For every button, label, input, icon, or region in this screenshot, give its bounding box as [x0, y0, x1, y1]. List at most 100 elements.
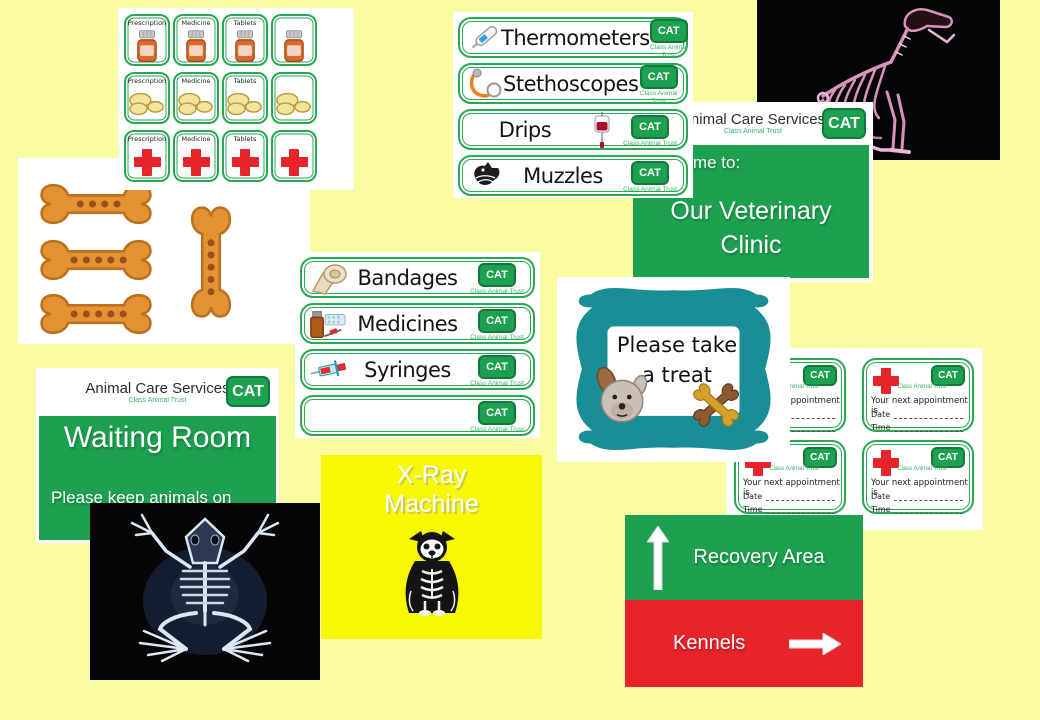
prescription-labels-sheet[interactable]: Prescription Medicine Tablets Prescripti…	[118, 8, 354, 190]
trust-subtitle: Class Animal Trust	[128, 396, 187, 404]
frog-skeleton-xray	[130, 513, 280, 663]
red-cross-icon	[873, 450, 899, 476]
vet-clinic-sign-card[interactable]: Animal Care Services Class Animal Trust …	[633, 102, 873, 282]
time-label: Time	[743, 505, 763, 514]
cat-badge: CAT	[478, 308, 516, 333]
label-cell	[271, 14, 317, 66]
right-arrow-icon	[789, 632, 841, 655]
bandage-roll-icon	[311, 263, 347, 295]
frog-skeleton-xray-photo[interactable]	[90, 503, 320, 680]
xray-machine-sign[interactable]: X-Ray Machine	[321, 455, 542, 639]
write-line	[894, 411, 963, 419]
pills-icon	[276, 92, 311, 116]
red-cross-icon	[745, 450, 771, 476]
cat-badge: CAT	[478, 262, 516, 287]
recovery-area-sign: Recovery Area	[625, 515, 863, 600]
dog-skeleton-cartoon-icon	[405, 531, 458, 616]
trust-text: Class Animal Trust	[623, 185, 677, 193]
treat-text-line2: a treat	[642, 363, 712, 387]
cat-badge: CAT	[226, 376, 270, 407]
xray-title-line2: Machine	[384, 490, 479, 518]
treat-sign-card[interactable]: Please take a treat	[557, 277, 790, 462]
red-cross-icon	[133, 148, 161, 176]
cat-badge: CAT	[803, 447, 837, 468]
trust-text: Class Animal Trust	[470, 333, 524, 341]
trust-text: Class Animal Trust	[897, 466, 947, 472]
dog-bone-icon	[28, 176, 164, 232]
prescription-grid: Prescription Medicine Tablets Prescripti…	[124, 14, 317, 182]
cell-label: Tablets	[233, 19, 257, 27]
label-cell	[271, 130, 317, 182]
label-cell: Tablets	[222, 130, 268, 182]
clinic-title-line1: Our Veterinary	[670, 197, 832, 225]
label-cell: Medicine	[173, 130, 219, 182]
dog-head-icon	[596, 367, 648, 423]
trust-text: Class Animal Trust	[769, 384, 819, 390]
dog-muzzle-icon	[474, 161, 500, 185]
dog-bone-icon	[28, 232, 164, 288]
appointment-card: CAT Class Animal Trust Your next appoint…	[862, 440, 974, 514]
appointment-card: CAT Class Animal Trust Your next appoint…	[862, 358, 974, 432]
time-label: Time	[871, 505, 891, 514]
trust-text: Class Animal Trust	[470, 379, 524, 387]
write-line	[894, 506, 963, 514]
xray-title-line1: X-Ray	[396, 461, 467, 489]
cat-badge: CAT	[478, 354, 516, 379]
appointment-line: Your next appointment is	[871, 396, 968, 416]
cell-label: Prescription	[127, 135, 167, 143]
label-cell: Prescription	[124, 14, 170, 66]
cat-badge: CAT	[931, 365, 965, 386]
strip-label: Drips	[498, 117, 552, 142]
strip-label: Stethoscopes	[503, 71, 639, 96]
recovery-area-label: Recovery Area	[693, 546, 825, 568]
waiting-room-note: Please keep animals on	[51, 488, 232, 507]
trust-text: Class Animal Trust	[649, 44, 688, 59]
cell-label: Prescription	[127, 77, 167, 85]
red-cross-icon	[280, 148, 308, 176]
pill-bottle-icon	[284, 30, 304, 62]
trust-subtitle: Class Animal Trust	[724, 128, 782, 136]
direction-signs[interactable]: Recovery Area Kennels	[625, 515, 863, 687]
write-line	[766, 424, 835, 432]
trust-text: Class Animal Trust	[470, 425, 524, 433]
trust-text: Class Animal Trust	[769, 466, 819, 472]
appointment-card: CAT Class Animal Trust Your next appoint…	[734, 440, 846, 514]
up-arrow-icon	[647, 525, 669, 590]
vet-card-header: Animal Care Services Class Animal Trust …	[633, 102, 873, 145]
label-cell: Medicine	[173, 14, 219, 66]
clinic-title-line2: Clinic	[720, 231, 782, 259]
pills-icon	[178, 92, 213, 116]
write-line	[766, 411, 835, 419]
cat-badge: CAT	[478, 400, 516, 425]
trust-text: Class Animal Trust	[470, 287, 524, 295]
dog-bone-vertical-icon	[183, 195, 239, 329]
trust-text: Class Animal Trust	[639, 90, 678, 105]
vet-card-green-panel: Welcome to: Our Veterinary Clinic	[633, 145, 869, 278]
cat-badge: CAT	[822, 108, 866, 139]
appointment-line: Your next appointment is	[743, 478, 840, 498]
stethoscope-icon	[469, 68, 502, 98]
label-cell: Medicine	[173, 72, 219, 124]
label-cell: Prescription	[124, 72, 170, 124]
trust-text: Class Animal Trust	[897, 384, 947, 390]
pill-bottle-icon	[235, 30, 255, 62]
cell-label: Medicine	[181, 135, 211, 143]
strip-label: Muzzles	[523, 163, 603, 188]
cat-badge: CAT	[631, 114, 669, 139]
label-cell: Tablets	[222, 72, 268, 124]
org-title: Animal Care Services	[85, 379, 230, 397]
red-cross-icon	[231, 148, 259, 176]
cell-label: Medicine	[181, 19, 211, 27]
kennels-label: Kennels	[673, 632, 746, 654]
write-line	[894, 493, 963, 501]
cat-badge: CAT	[631, 160, 669, 185]
